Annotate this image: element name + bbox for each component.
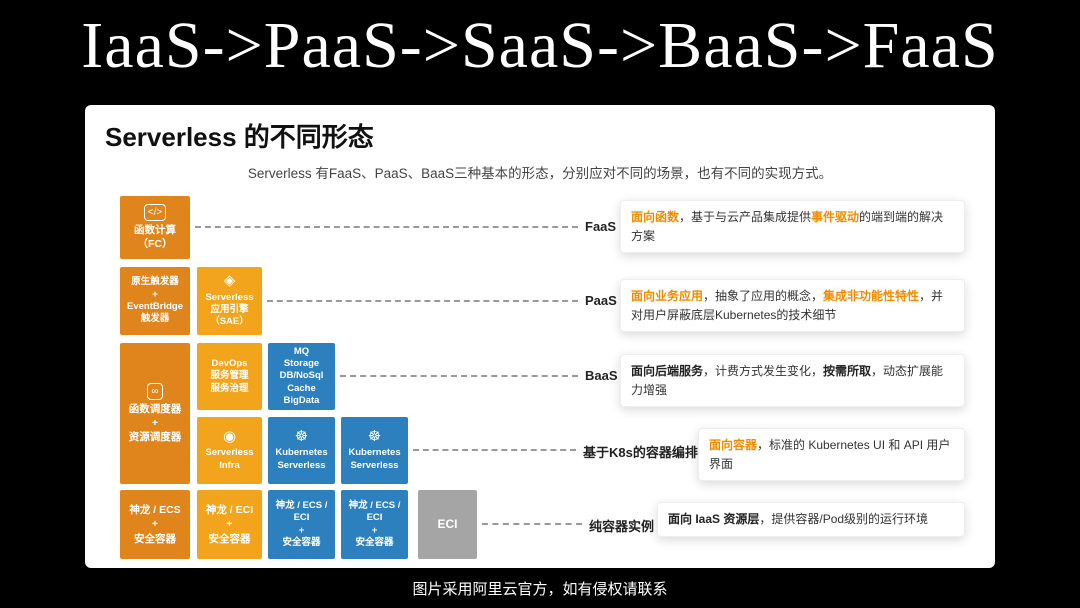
desc-segment: ，提供容器/Pod级别的运行环境	[759, 512, 929, 526]
box-line: 神龙 / ECS	[129, 504, 181, 517]
row-label-baas: BaaS	[585, 368, 618, 383]
function-scheduler-icon: ∞	[147, 382, 163, 400]
box-line: +	[298, 524, 305, 536]
box-line: +	[151, 416, 159, 429]
middleware-box: MQ Storage DB/NoSql Cache BigData	[268, 343, 335, 410]
box-line: 函数调度器	[128, 402, 182, 415]
content-panel: Serverless 的不同形态 Serverless 有FaaS、PaaS、B…	[85, 105, 995, 568]
desc-segment: ，计费方式发生变化，	[703, 364, 824, 378]
kubernetes-serverless-box: ☸ Kubernetes Serverless	[341, 417, 408, 484]
k8s-description-card: 面向容器，标准的 Kubernetes UI 和 API 用户界面	[698, 428, 965, 482]
box-line: 资源调度器	[128, 431, 182, 444]
connector-line	[195, 226, 578, 228]
desc-segment: ，基于与云产品集成提供	[679, 210, 812, 224]
box-line: 神龙 / ECI	[205, 504, 254, 517]
box-line: （SAE）	[210, 316, 249, 328]
row-label-pure-container: 纯容器实例	[589, 519, 655, 534]
k8s-wheel-icon: ☸	[294, 427, 309, 445]
desc-segment: 面向 IaaS 资源层	[668, 512, 760, 526]
mixed-runtime-box: 神龙 / ECS / ECI + 安全容器	[341, 490, 408, 559]
ecs-runtime-box: 神龙 / ECS + 安全容器	[120, 490, 190, 559]
slide-title: IaaS->PaaS->SaaS->BaaS->FaaS	[81, 9, 999, 82]
box-line: 原生触发器	[131, 276, 179, 288]
box-line: BigData	[283, 395, 320, 407]
row-label-k8s: 基于K8s的容器编排	[583, 445, 698, 460]
desc-segment: ，标准的 Kubernetes UI 和 API 用户界面	[709, 438, 951, 471]
box-line: ECI	[366, 512, 383, 524]
desc-segment: 面向业务应用	[631, 289, 704, 303]
box-line: +	[226, 518, 233, 531]
baas-description-card: 面向后端服务，计费方式发生变化，按需所取，动态扩展能力增强	[620, 354, 965, 408]
box-line: 函数计算	[134, 223, 176, 236]
box-line: 安全容器	[355, 536, 394, 548]
connector-line	[413, 449, 576, 451]
scheduler-box: ∞ 函数调度器 + 资源调度器	[120, 343, 190, 484]
faas-description-card: 面向函数，基于与云产品集成提供事件驱动的端到端的解决方案	[620, 200, 965, 254]
box-line: 神龙 / ECS /	[348, 499, 401, 511]
slide-footer: 图片采用阿里云官方，如有侵权请联系	[412, 581, 668, 598]
box-line: MQ	[293, 345, 310, 357]
eci-runtime-box: 神龙 / ECI + 安全容器	[197, 490, 262, 559]
devops-box: DevOps 服务管理 服务治理	[197, 343, 262, 410]
desc-segment: 面向函数	[631, 210, 680, 224]
box-line: 服务管理	[210, 370, 249, 382]
box-line: Serverless	[277, 459, 326, 471]
function-compute-box: </> 函数计算 （FC）	[120, 196, 190, 259]
box-line: ECI	[437, 517, 458, 532]
eci-box: ECI	[418, 490, 477, 559]
row-label-paas: PaaS	[585, 293, 617, 308]
box-line: DB/NoSql	[279, 370, 324, 382]
serverless-infra-box: ◉ Serverless Infra	[197, 417, 262, 484]
box-line: Kubernetes	[348, 447, 401, 459]
box-line: +	[151, 518, 159, 531]
desc-segment: 的端到端的解决方案	[631, 210, 944, 243]
mixed-runtime-box: 神龙 / ECS / ECI + 安全容器	[268, 490, 335, 559]
paas-description-card: 面向业务应用，抽象了应用的概念，集成非功能性特性，并对用户屏蔽底层Kuberne…	[620, 279, 965, 333]
desc-segment: 面向容器	[709, 438, 758, 452]
kubernetes-serverless-box: ☸ Kubernetes Serverless	[268, 417, 335, 484]
box-line: 神龙 / ECS /	[275, 499, 328, 511]
box-line: Serverless	[205, 291, 254, 303]
box-line: DevOps	[211, 357, 248, 369]
box-line: Infra	[219, 459, 240, 471]
connector-line	[482, 523, 582, 525]
box-line: +	[371, 524, 378, 536]
box-line: EventBridge	[127, 301, 183, 312]
k8s-wheel-icon: ☸	[367, 427, 382, 445]
box-line: ECI	[293, 512, 310, 524]
sae-box: ◈ Serverless 应用引擎 （SAE）	[197, 267, 262, 335]
box-line: 安全容器	[282, 536, 321, 548]
box-line: Cache	[287, 382, 316, 394]
panel-heading: Serverless 的不同形态	[105, 122, 374, 152]
panel-subtitle: Serverless 有FaaS、PaaS、BaaS三种基本的形态，分别应对不同…	[247, 166, 833, 181]
iaas-description-card: 面向 IaaS 资源层，提供容器/Pod级别的运行环境	[657, 502, 965, 537]
desc-segment: 事件驱动	[811, 210, 860, 224]
desc-segment: ，动态扩展能力增强	[631, 364, 944, 397]
desc-segment: ，抽象了应用的概念，	[703, 289, 824, 303]
desc-segment: 按需所取	[823, 364, 872, 378]
row-label-faas: FaaS	[585, 219, 617, 234]
box-line: Kubernetes	[275, 447, 328, 459]
cube-icon: ◈	[223, 272, 236, 290]
box-line: Serverless	[350, 459, 399, 471]
box-line: （FC）	[137, 238, 173, 250]
box-line: 安全容器	[208, 532, 251, 545]
box-line: Serverless	[205, 447, 254, 459]
code-icon: </>	[143, 203, 167, 221]
connector-line	[267, 300, 578, 302]
box-line: +	[152, 288, 158, 300]
desc-segment: 集成非功能性特性	[823, 289, 920, 303]
desc-segment: 面向后端服务	[631, 364, 704, 378]
infra-icon: ◉	[222, 427, 237, 445]
box-line: 触发器	[140, 313, 170, 325]
box-line: 安全容器	[134, 532, 176, 545]
box-line: 服务治理	[210, 382, 249, 394]
trigger-box: 原生触发器 + EventBridge 触发器	[120, 267, 190, 335]
box-line: 应用引擎	[210, 304, 249, 316]
desc-segment: ，并对用户屏蔽底层Kubernetes的技术细节	[631, 289, 944, 322]
connector-line	[340, 375, 578, 377]
box-line: Storage	[283, 357, 320, 369]
